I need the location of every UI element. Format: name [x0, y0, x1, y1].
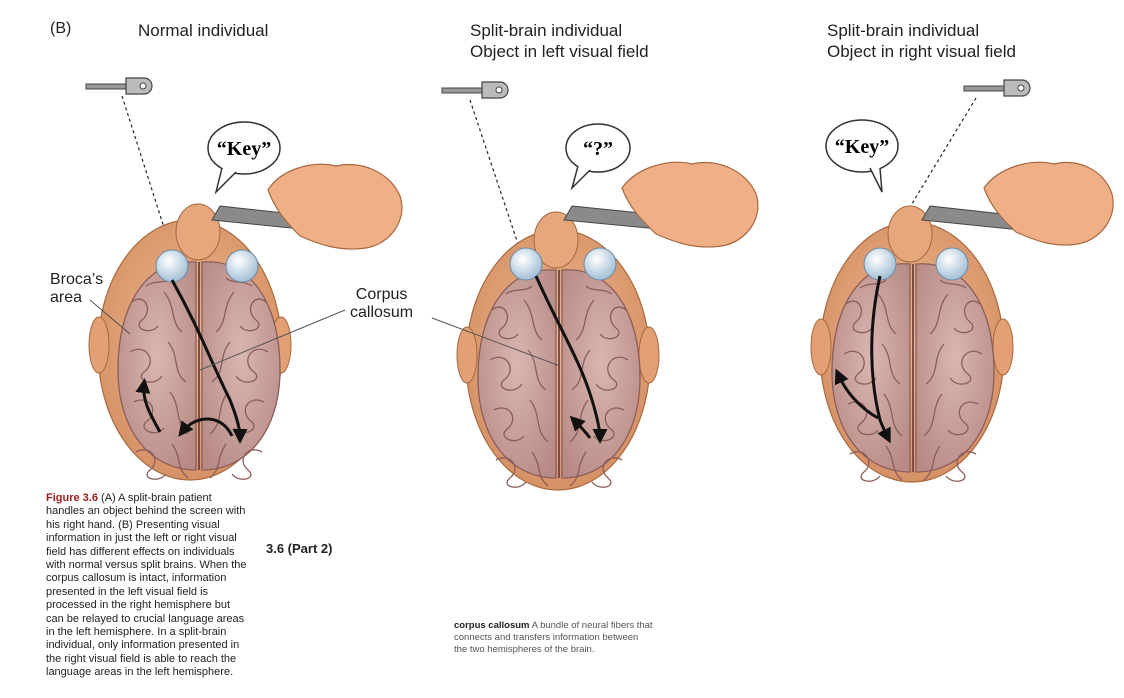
eye-left [863, 247, 897, 281]
figure-caption: Figure 3.6 (A) A split-brain patient han… [46, 492, 250, 680]
key-icon [963, 79, 1031, 97]
panel-title-normal: Normal individual [138, 20, 268, 41]
eye-right [935, 247, 969, 281]
speech-text: “?” [583, 138, 613, 160]
hand [621, 161, 759, 248]
panel-title-line1: Split-brain individual [470, 21, 623, 40]
sight-line [469, 99, 521, 251]
panel-title-line2: Object in right visual field [827, 42, 1016, 61]
corpus-callosum-label: Corpus callosum [350, 286, 413, 322]
glossary-definition: A bundle of neural fibers that connects … [454, 620, 653, 655]
panel-title-right-field: Split-brain individual Object in right v… [827, 20, 1016, 62]
sight-line [121, 95, 169, 241]
corpus-leader [199, 309, 346, 371]
hand [267, 163, 403, 250]
hand [983, 161, 1114, 246]
panel-title-line1: Split-brain individual [827, 21, 980, 40]
broca-leader [89, 299, 131, 335]
panel-letter: (B) [50, 20, 72, 37]
ear-left [810, 318, 832, 376]
blocked-arrow [569, 415, 592, 439]
speech-bubble: “Key” [207, 121, 281, 195]
broca-label: Broca’s area [50, 271, 103, 307]
speech-bubble: “?” [565, 123, 631, 191]
nose [533, 211, 579, 269]
key-icon [85, 77, 153, 95]
key-icon [441, 81, 509, 99]
broca-label-line2: area [50, 289, 83, 306]
ear-right [638, 326, 660, 384]
ear-right [992, 318, 1014, 376]
panel-title-left-field: Split-brain individual Object in left vi… [470, 20, 649, 62]
figure-label: Figure 3.6 [46, 492, 98, 504]
signal-arrow [534, 275, 608, 444]
glossary-term: corpus callosum [454, 620, 530, 631]
panel-title-line2: Object in left visual field [470, 42, 649, 61]
panel-title-line1: Normal individual [138, 21, 269, 40]
part-label: 3.6 (Part 2) [266, 541, 333, 556]
corpus-label-line1: Corpus [355, 286, 408, 303]
signal-arrow [170, 279, 248, 444]
corpus-label-line2: callosum [350, 304, 414, 321]
brain [477, 269, 641, 488]
speech-text: “Key” [835, 136, 889, 158]
broca-label-line1: Broca’s [50, 271, 104, 288]
callosum-arrow [178, 417, 234, 437]
glossary-entry: corpus callosum A bundle of neural fiber… [454, 620, 654, 656]
panel-right-field: “Key” [810, 79, 1114, 483]
nose [175, 203, 221, 261]
corpus-leader-2 [431, 317, 561, 367]
panel-left-field: “?” [431, 81, 759, 491]
broca-arrow [135, 378, 162, 433]
speech-text: “Key” [217, 138, 271, 160]
panel-normal: “Key” [85, 77, 403, 481]
nose [887, 205, 933, 263]
caption-text: (A) A split-brain patient handles an obj… [46, 492, 247, 679]
ear-left [88, 316, 110, 374]
eye-right [583, 247, 617, 281]
ear-left [456, 326, 478, 384]
eye-right [225, 249, 259, 283]
signal-arrow [870, 275, 891, 444]
speech-bubble: “Key” [825, 119, 899, 193]
eye-left [509, 247, 543, 281]
eye-left [155, 249, 189, 283]
brain [117, 261, 281, 480]
broca-arrow [834, 368, 879, 420]
